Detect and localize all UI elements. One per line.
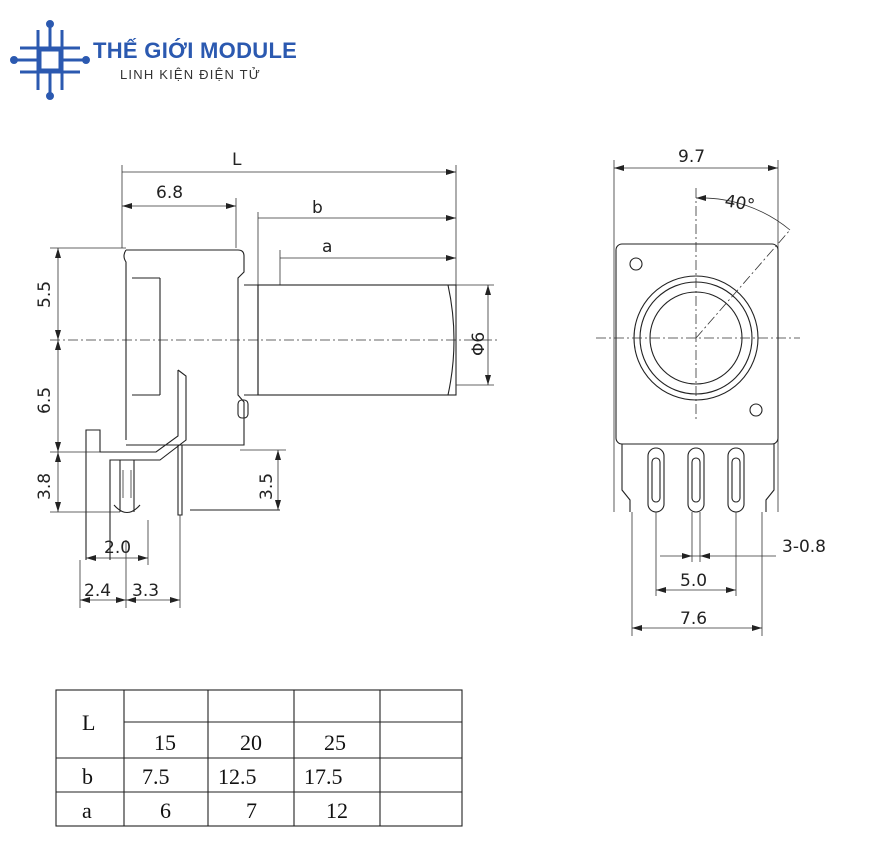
dim-L: L bbox=[232, 150, 242, 170]
dim-7-6: 7.6 bbox=[680, 609, 707, 629]
shaft bbox=[257, 284, 457, 396]
dim-angle-40: 40° bbox=[723, 191, 756, 216]
row-label-b: b bbox=[82, 764, 93, 789]
cell-a-12: 12 bbox=[326, 798, 348, 823]
cell-a-7: 7 bbox=[246, 798, 257, 823]
dim-3-3: 3.3 bbox=[132, 581, 159, 601]
brand-title: THẾ GIỚI MODULE bbox=[93, 38, 298, 63]
table-header-L: L bbox=[82, 710, 95, 735]
front-body bbox=[615, 243, 779, 445]
front-view: 9.7 40° bbox=[596, 147, 826, 636]
dim-5-5: 5.5 bbox=[35, 281, 55, 308]
dim-phi6: Φ6 bbox=[469, 332, 489, 356]
chip-logo-icon bbox=[10, 20, 90, 100]
dim-b: b bbox=[312, 198, 323, 218]
cell-L-15: 15 bbox=[154, 730, 176, 755]
dim-3-8: 3.8 bbox=[35, 473, 55, 500]
dimension-table: L 15 20 25 b 7.5 12.5 17.5 a 6 7 12 bbox=[55, 689, 463, 827]
brand-subtitle: LINH KIỆN ĐIỆN TỬ bbox=[120, 67, 262, 82]
cell-L-20: 20 bbox=[240, 730, 262, 755]
body-outline bbox=[126, 249, 245, 446]
terminals bbox=[621, 444, 775, 562]
cell-b-12-5: 12.5 bbox=[218, 764, 257, 789]
dim-9-7: 9.7 bbox=[678, 147, 705, 167]
dim-5-0: 5.0 bbox=[680, 571, 707, 591]
dim-3-5: 3.5 bbox=[257, 473, 277, 500]
dim-2-4: 2.4 bbox=[84, 581, 111, 601]
dim-2-0: 2.0 bbox=[104, 538, 131, 558]
brand-logo bbox=[10, 20, 330, 100]
cell-a-6: 6 bbox=[160, 798, 171, 823]
dim-3-0-8: 3-0.8 bbox=[782, 537, 826, 557]
dim-6-8: 6.8 bbox=[156, 183, 183, 203]
cell-L-25: 25 bbox=[324, 730, 346, 755]
mount-bracket bbox=[109, 369, 187, 560]
dim-6-5: 6.5 bbox=[35, 387, 55, 414]
side-view: L 6.8 b a Φ6 bbox=[35, 150, 500, 608]
row-label-a: a bbox=[82, 798, 92, 823]
cell-b-7-5: 7.5 bbox=[142, 764, 170, 789]
cell-b-17-5: 17.5 bbox=[304, 764, 343, 789]
dim-a: a bbox=[322, 237, 332, 257]
